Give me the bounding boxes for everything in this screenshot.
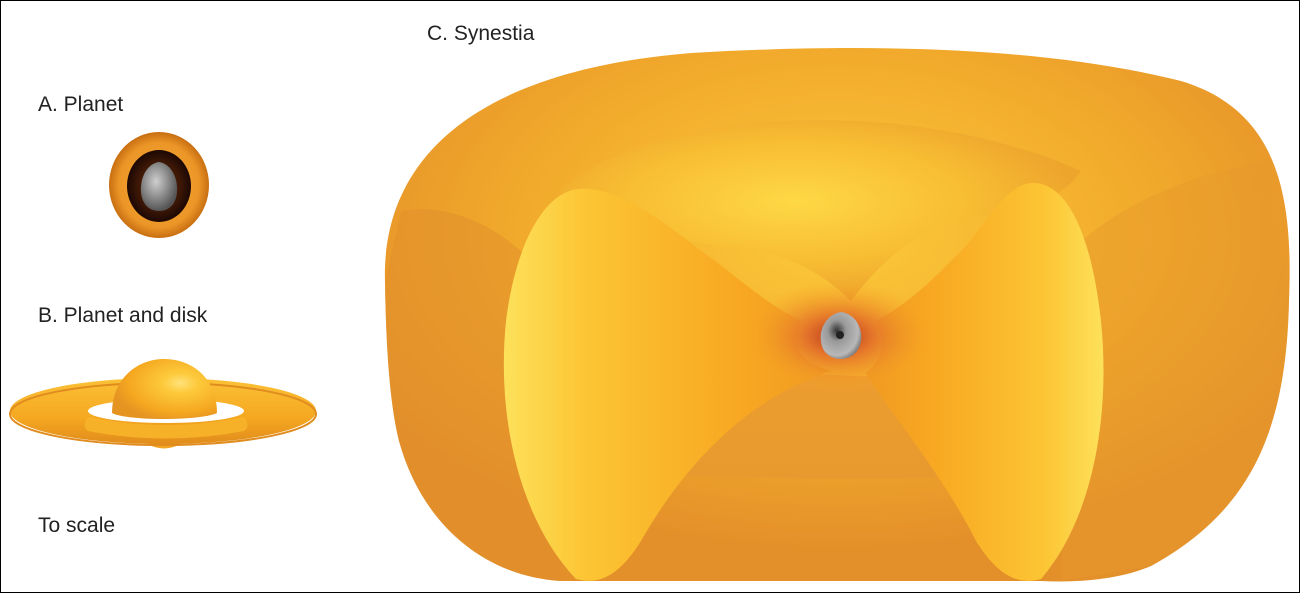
synestia-label: C. Synestia bbox=[427, 22, 534, 46]
synestia-illustration bbox=[385, 48, 1290, 581]
planet-illustration bbox=[109, 132, 209, 238]
planet-and-disk-illustration bbox=[10, 359, 316, 449]
planet-and-disk-label: B. Planet and disk bbox=[38, 304, 207, 328]
planet-label: A. Planet bbox=[38, 93, 123, 117]
to-scale-label: To scale bbox=[38, 514, 115, 538]
